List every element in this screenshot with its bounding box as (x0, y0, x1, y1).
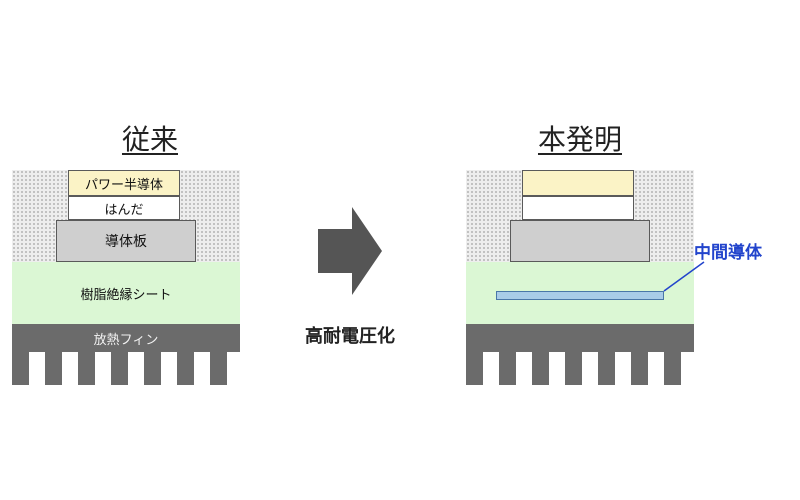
right-fin-tooth (565, 352, 582, 385)
intermediate-conductor-label: 中間導体 (694, 243, 762, 263)
right-solder (522, 196, 634, 220)
left-conductor-plate: 導体板 (56, 220, 196, 262)
left-resin-label: 樹脂絶縁シート (80, 287, 172, 303)
arrow-label: 高耐電圧化 (305, 326, 395, 347)
right-title: 本発明 (537, 123, 622, 156)
left-solder: はんだ (68, 196, 180, 220)
right-fin-tooth (532, 352, 549, 385)
right-fin-tooth (631, 352, 648, 385)
right-power-semiconductor (522, 170, 634, 196)
left-fin-tooth (210, 352, 227, 385)
right-fin-tooth (664, 352, 681, 385)
left-resin-sheet (12, 262, 240, 324)
right-fin-tooth (466, 352, 483, 385)
right-fin-tooth (499, 352, 516, 385)
left-fin-tooth (111, 352, 128, 385)
right-arrow-icon (318, 207, 382, 295)
intermediate-conductor (496, 291, 664, 300)
right-diagram (466, 170, 694, 385)
left-fin-tooth (45, 352, 62, 385)
left-fin-tooth (144, 352, 161, 385)
right-conductor-plate (510, 220, 650, 262)
left-fin-tooth (12, 352, 29, 385)
left-power-semiconductor: パワー半導体 (68, 170, 180, 196)
left-fin-tooth (177, 352, 194, 385)
left-title: 従来 (121, 123, 178, 156)
left-fin-label: 放熱フィン (93, 332, 159, 348)
right-heat-fin-base (466, 324, 694, 352)
right-fin-tooth (598, 352, 615, 385)
left-fin-tooth (78, 352, 95, 385)
left-heat-fin-base (12, 324, 240, 352)
left-diagram: 樹脂絶縁シート 放熱フィン パワー半導体 はんだ 導体板 (12, 170, 240, 385)
